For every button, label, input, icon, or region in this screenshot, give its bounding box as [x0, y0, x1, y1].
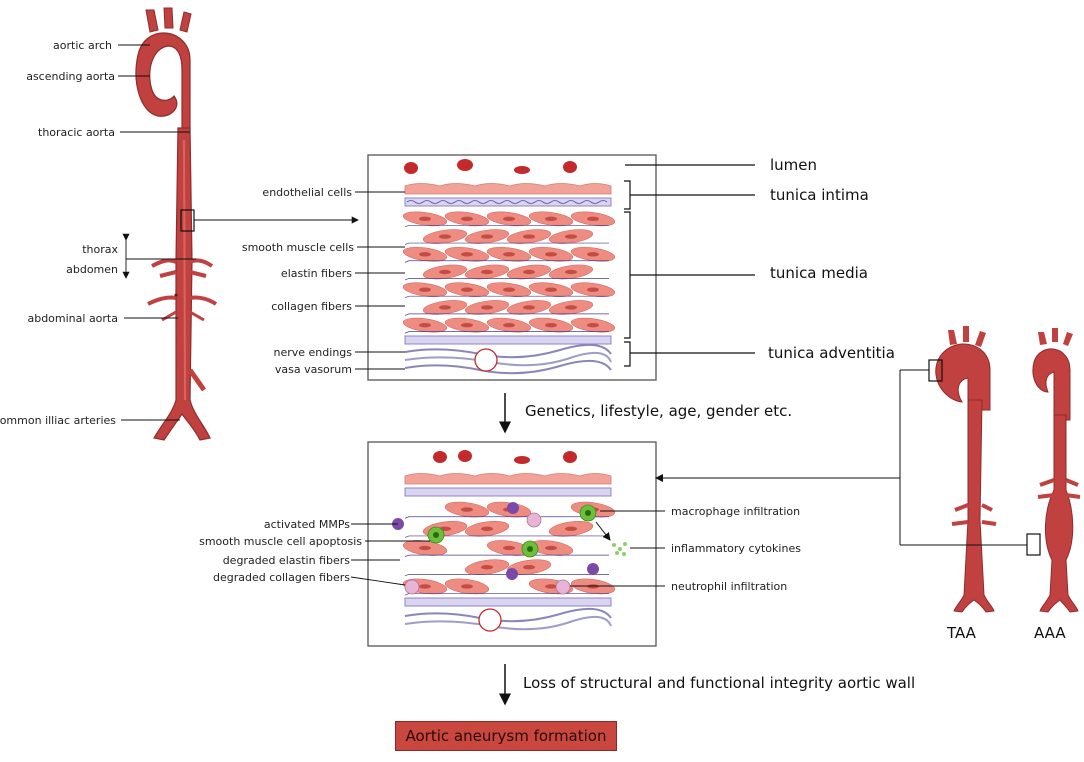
- cell-nucleus: [503, 545, 515, 551]
- label-smooth-muscle-cells: smooth muscle cells: [241, 241, 354, 254]
- label-tunica-adventitia: tunica adventitia: [768, 344, 895, 362]
- elastin-fiber: [404, 554, 609, 557]
- label-tunica-media: tunica media: [770, 264, 868, 282]
- cell-nucleus: [461, 584, 473, 589]
- cell-nucleus: [565, 269, 577, 275]
- elastin-fiber: [404, 313, 609, 316]
- elastin-fiber: [404, 331, 609, 334]
- label-loss-integrity: Loss of structural and functional integr…: [523, 674, 916, 692]
- healthy-wall-panel: [355, 154, 755, 381]
- cell-nucleus: [439, 269, 451, 275]
- cell-nucleus: [545, 216, 557, 222]
- cell-nucleus: [545, 252, 557, 257]
- cell-nucleus: [419, 287, 431, 292]
- elastin-fiber: [404, 278, 609, 281]
- cell-nucleus: [587, 252, 599, 257]
- cell-nucleus: [461, 322, 473, 328]
- label-factors: Genetics, lifestyle, age, gender etc.: [525, 402, 793, 420]
- cell-nucleus: [419, 545, 431, 551]
- cell-nucleus: [523, 565, 535, 570]
- label-endothelial-cells: endothelial cells: [262, 186, 352, 199]
- cell-nucleus: [419, 216, 431, 222]
- label-vasa-vasorum: vasa vasorum: [274, 363, 352, 376]
- label-abdomen: abdomen: [66, 263, 118, 276]
- cell-nucleus: [439, 234, 451, 239]
- cell-nucleus: [503, 322, 515, 328]
- aorta-illustration: [135, 7, 218, 441]
- cell-nucleus: [587, 216, 599, 222]
- cell-nucleus: [587, 287, 599, 292]
- cell-nucleus: [439, 305, 451, 310]
- label-elastin-fibers: elastin fibers: [280, 267, 352, 280]
- diseased-wall-panel: [350, 441, 665, 647]
- label-thoracic-aorta: thoracic aorta: [38, 126, 115, 139]
- aorta-leader-lines: [118, 44, 359, 421]
- label-smc-apoptosis: smooth muscle cell apoptosis: [199, 535, 362, 548]
- label-common-iliac: common illiac arteries: [0, 414, 116, 427]
- cell-nucleus: [461, 507, 473, 512]
- label-thorax: thorax: [82, 243, 118, 256]
- cell-nucleus: [503, 216, 515, 222]
- label-lumen: lumen: [770, 156, 818, 174]
- cell-nucleus: [481, 305, 493, 310]
- cell-nucleus: [461, 252, 473, 257]
- cell-nucleus: [545, 322, 557, 328]
- cell-nucleus: [419, 252, 431, 257]
- aneurysm-connector: [655, 369, 1027, 546]
- cell-nucleus: [419, 322, 431, 328]
- label-collagen-fibers: collagen fibers: [271, 300, 352, 313]
- label-nerve-endings: nerve endings: [273, 346, 353, 359]
- media-smooth-muscle-cells: [402, 211, 616, 334]
- elastin-fiber: [404, 593, 609, 596]
- cell-nucleus: [565, 526, 577, 531]
- label-tunica-intima: tunica intima: [770, 186, 869, 204]
- elastin-fiber: [404, 242, 609, 245]
- cell-nucleus: [565, 305, 577, 310]
- elastin-fiber: [404, 260, 609, 263]
- cell-nucleus: [545, 584, 557, 589]
- cell-nucleus: [419, 584, 431, 589]
- cell-nucleus: [461, 216, 473, 222]
- cell-nucleus: [503, 252, 515, 257]
- cell-nucleus: [481, 234, 493, 239]
- cell-nucleus: [503, 287, 515, 292]
- label-aortic-arch: aortic arch: [53, 39, 112, 52]
- cell-nucleus: [545, 287, 557, 292]
- result-box: Aortic aneurysm formation: [395, 721, 617, 751]
- label-aaa: AAA: [1034, 624, 1066, 642]
- elastin-fiber: [404, 295, 609, 299]
- label-degraded-collagen: degraded collagen fibers: [212, 571, 350, 584]
- label-macrophage-infiltration: macrophage infiltration: [671, 505, 801, 518]
- label-taa: TAA: [947, 624, 976, 642]
- cell-nucleus: [481, 565, 493, 570]
- label-inflammatory-cytokines: inflammatory cytokines: [671, 542, 801, 555]
- aaa-illustration: [1026, 328, 1081, 613]
- cell-nucleus: [565, 234, 577, 239]
- cell-nucleus: [523, 234, 535, 239]
- label-neutrophil-infiltration: neutrophil infiltration: [671, 580, 788, 593]
- diseased-smooth-muscle-cells: [402, 501, 616, 596]
- label-ascending-aorta: ascending aorta: [26, 70, 115, 83]
- cell-nucleus: [523, 269, 535, 275]
- cell-nucleus: [545, 545, 557, 551]
- cell-nucleus: [461, 287, 473, 292]
- cell-nucleus: [587, 322, 599, 328]
- taa-illustration: [928, 326, 997, 613]
- result-text: Aortic aneurysm formation: [405, 727, 607, 745]
- label-abdominal-aorta: abdominal aorta: [27, 312, 118, 325]
- cell-nucleus: [481, 526, 493, 531]
- elastin-fiber: [404, 224, 609, 228]
- label-activated-mmps: activated MMPs: [263, 518, 350, 531]
- elastin-fiber: [404, 516, 609, 519]
- cell-nucleus: [481, 269, 493, 275]
- cell-nucleus: [523, 305, 535, 310]
- label-degraded-elastin: degraded elastin fibers: [222, 554, 350, 567]
